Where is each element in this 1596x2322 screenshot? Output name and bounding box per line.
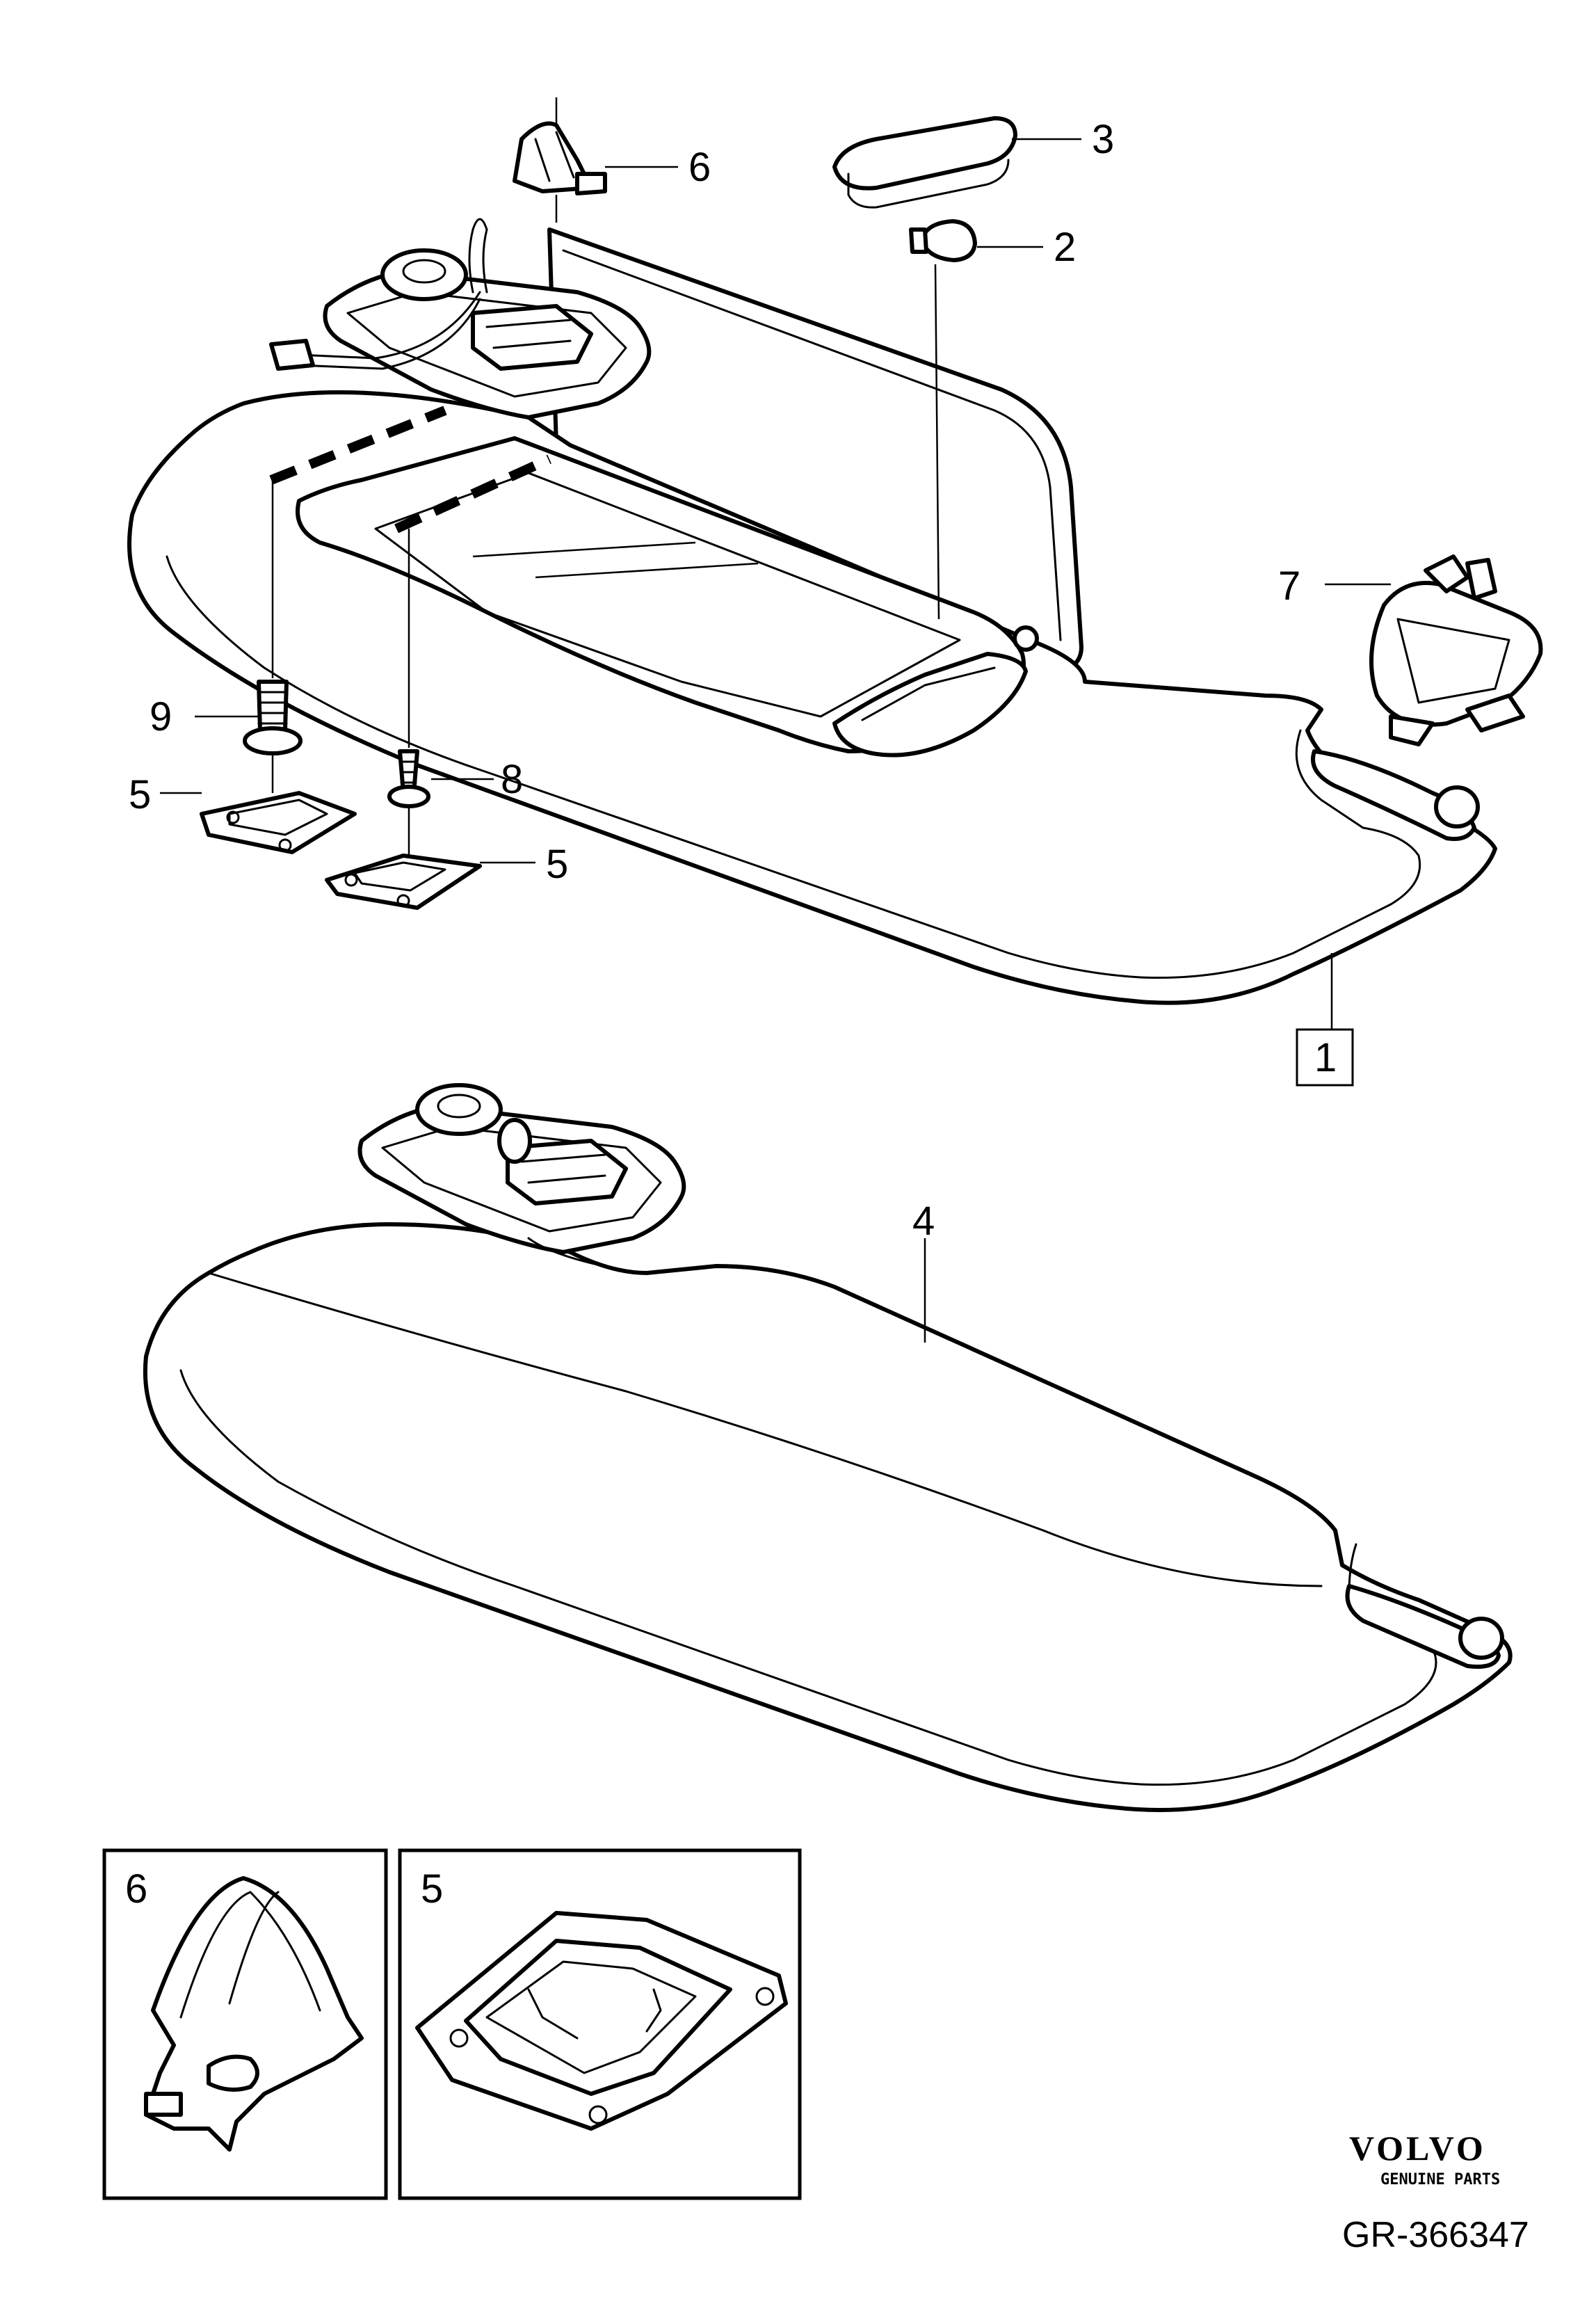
light-bulb-part-2 [909, 219, 977, 262]
callout-5-left: 5 [129, 772, 151, 817]
callout-5-right: 5 [546, 842, 568, 887]
callout-9: 9 [150, 694, 172, 739]
diagram-reference-number: GR-366347 [1342, 2215, 1529, 2255]
screw-part-8 [387, 749, 430, 808]
callout-1: 1 [1314, 1035, 1337, 1080]
genuine-parts-tagline: GENUINE PARTS [1380, 2171, 1500, 2188]
callout-6: 6 [688, 145, 711, 190]
callout-4: 4 [912, 1199, 935, 1244]
detail-box-6: 6 [102, 1848, 388, 2200]
callout-8: 8 [501, 757, 523, 802]
callout-1-box [1296, 1028, 1354, 1087]
hinge-clip-part-7 [1369, 554, 1543, 746]
callout-3: 3 [1092, 117, 1114, 162]
visor-mount-bracket-upper [269, 218, 652, 419]
detail-box-5: 5 [398, 1848, 802, 2200]
cover-part-5-left [200, 791, 357, 854]
detail-box-6-label: 6 [125, 1866, 147, 1912]
light-lens-part-3 [832, 116, 1017, 209]
callout-7: 7 [1278, 563, 1300, 609]
callout-2: 2 [1054, 225, 1076, 270]
sun-visor-with-mirror [127, 227, 1497, 1005]
visor-mount-bracket-lower [357, 1083, 686, 1274]
sun-visor-part-4 [143, 1222, 1513, 1812]
cover-part-5-right [325, 854, 482, 910]
clip-part-6-upper [513, 97, 607, 223]
volvo-logo-text: VOLVO [1349, 2129, 1486, 2168]
detail-box-5-label: 5 [421, 1866, 443, 1912]
screw-part-9 [243, 680, 303, 755]
